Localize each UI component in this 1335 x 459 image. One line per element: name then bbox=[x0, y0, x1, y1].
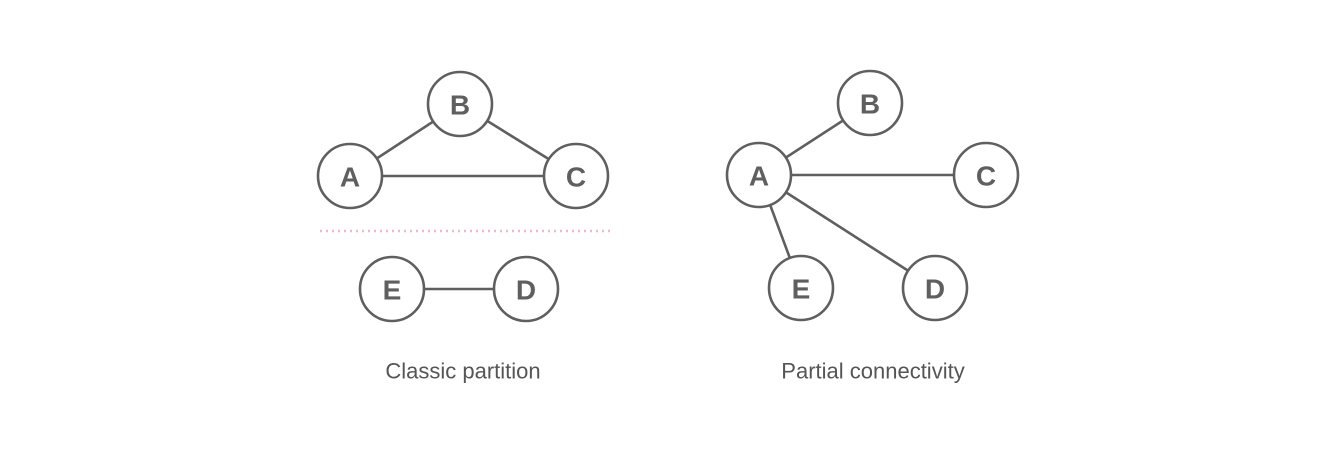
partial-connectivity-node-c: C bbox=[952, 141, 1020, 209]
node-label: D bbox=[925, 274, 945, 305]
partial-connectivity-node-a: A bbox=[725, 141, 793, 209]
node-circle bbox=[952, 141, 1020, 209]
node-label: D bbox=[516, 275, 536, 306]
node-label: E bbox=[792, 274, 811, 305]
classic-partition-node-a: A bbox=[316, 142, 384, 210]
classic-partition-diagram: A B C E D Classic partition bbox=[316, 70, 612, 384]
node-circle bbox=[767, 254, 835, 322]
node-label: A bbox=[340, 162, 360, 193]
classic-partition-node-c: C bbox=[542, 142, 610, 210]
node-circle bbox=[836, 69, 904, 137]
node-label: A bbox=[749, 161, 769, 192]
node-circle bbox=[316, 142, 384, 210]
classic-partition-node-b: B bbox=[426, 70, 494, 138]
node-label: B bbox=[450, 90, 470, 121]
node-circle bbox=[426, 70, 494, 138]
partial-connectivity-edge-a-d bbox=[758, 173, 936, 290]
partial-connectivity-node-e: E bbox=[767, 254, 835, 322]
classic-partition-node-d: D bbox=[492, 255, 560, 323]
partial-connectivity-diagram: A B C E D Partial connectivity bbox=[725, 69, 1020, 384]
partial-connectivity-caption: Partial connectivity bbox=[781, 359, 964, 384]
node-label: B bbox=[860, 89, 880, 120]
classic-partition-node-e: E bbox=[358, 255, 426, 323]
partial-connectivity-node-d: D bbox=[901, 254, 969, 322]
node-circle bbox=[901, 254, 969, 322]
node-label: E bbox=[383, 275, 402, 306]
node-circle bbox=[542, 142, 610, 210]
classic-partition-caption: Classic partition bbox=[385, 359, 540, 384]
node-label: C bbox=[566, 162, 586, 193]
partial-connectivity-node-b: B bbox=[836, 69, 904, 137]
node-circle bbox=[358, 255, 426, 323]
node-circle bbox=[492, 255, 560, 323]
node-circle bbox=[725, 141, 793, 209]
node-label: C bbox=[976, 161, 996, 192]
